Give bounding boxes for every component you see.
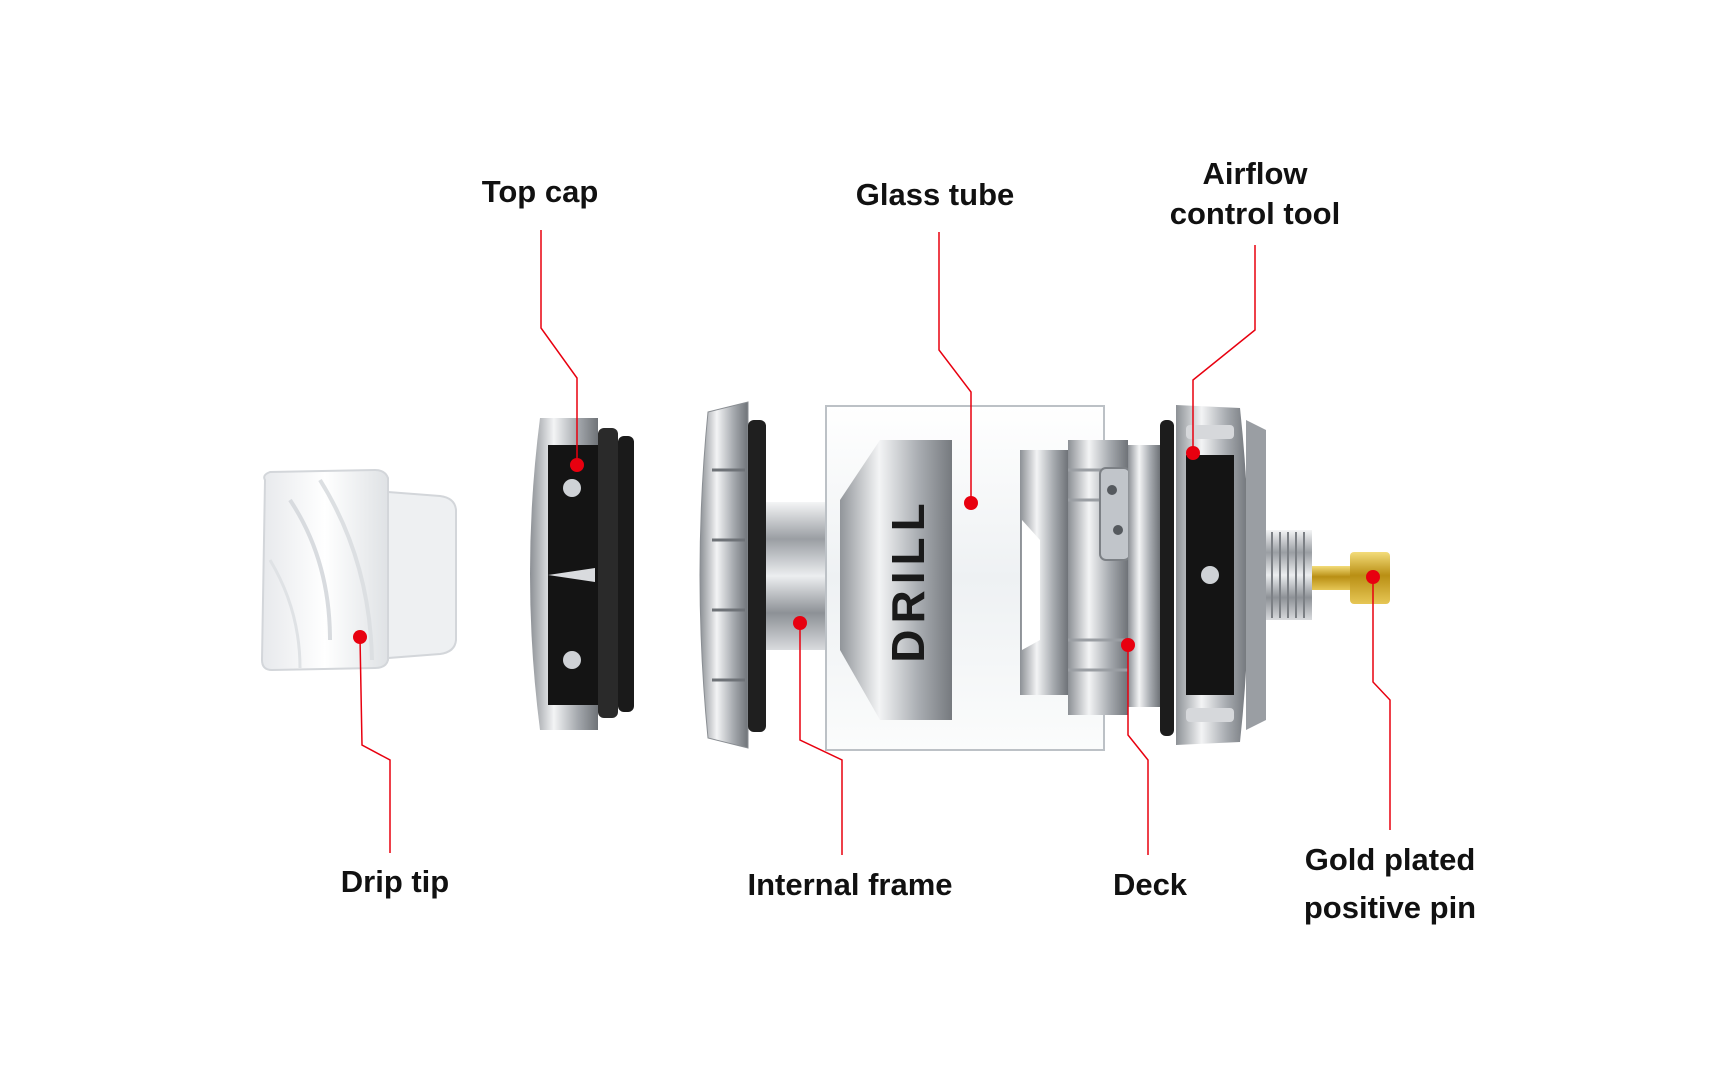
label-glass-tube-line1: Glass tube (855, 177, 1015, 212)
label-airflow-line1: Airflow (1202, 156, 1308, 191)
label-airflow-control-tool: Airflow control tool (1125, 154, 1385, 234)
label-internal-frame-line1: Internal frame (747, 867, 953, 902)
dot-top-cap (570, 458, 584, 472)
dot-drip-tip (353, 630, 367, 644)
label-glass-tube: Glass tube (820, 175, 1050, 215)
marker-dots (353, 446, 1380, 652)
leader-drip-tip (359, 636, 391, 853)
label-deck-line1: Deck (1112, 867, 1188, 902)
label-gold-plated-positive-pin: Gold plated positive pin (1265, 836, 1515, 932)
label-internal-frame: Internal frame (700, 865, 1000, 905)
dot-positive-pin (1366, 570, 1380, 584)
leader-lines (359, 230, 1391, 855)
label-drip-tip-line1: Drip tip (340, 864, 450, 899)
drill-marking: DRILL (882, 497, 934, 662)
airflow-control-part (1160, 405, 1266, 745)
leader-top-cap (540, 230, 578, 465)
dot-airflow (1186, 446, 1200, 460)
label-top-cap-line1: Top cap (481, 174, 599, 209)
deck-part (1020, 440, 1160, 715)
label-drip-tip: Drip tip (300, 862, 490, 902)
internal-frame-part (699, 401, 840, 749)
leader-deck (1127, 645, 1149, 855)
label-deck: Deck (1090, 865, 1210, 905)
label-top-cap: Top cap (440, 172, 640, 212)
label-pin-line2: positive pin (1303, 890, 1477, 925)
leader-airflow (1192, 245, 1256, 453)
positive-pin-part (1266, 530, 1390, 620)
leader-positive-pin (1372, 577, 1391, 830)
drip-tip-part (260, 468, 457, 672)
dot-deck (1121, 638, 1135, 652)
dot-glass-tube (964, 496, 978, 510)
leader-glass-tube (938, 232, 972, 503)
leader-internal-frame (799, 623, 843, 855)
top-cap-part (530, 418, 634, 730)
label-airflow-line2: control tool (1169, 196, 1341, 231)
dot-internal-frame (793, 616, 807, 630)
label-pin-line1: Gold plated (1304, 842, 1476, 877)
